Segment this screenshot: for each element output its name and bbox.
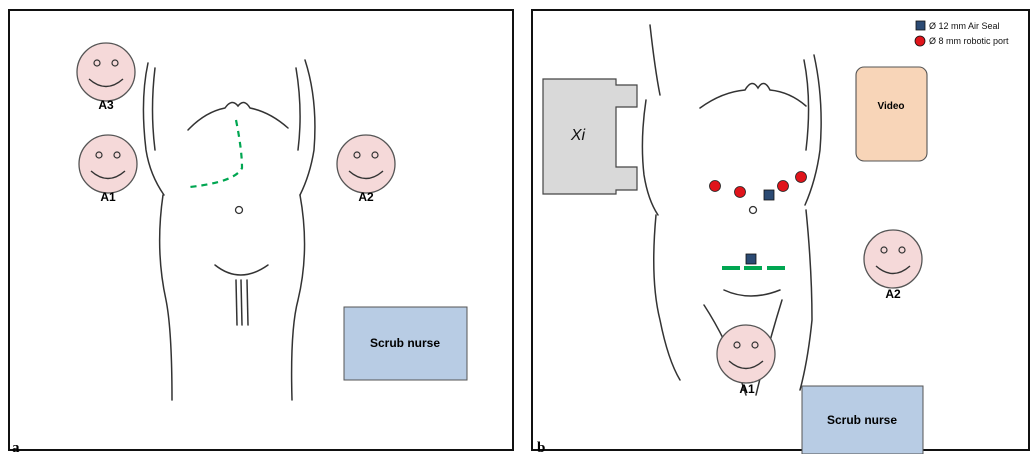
panel-a-label: a <box>12 440 20 454</box>
air-seal-port <box>746 254 756 264</box>
assistant-a2-label: A2 <box>358 190 374 204</box>
robotic-port <box>796 172 807 183</box>
legend-air-seal-symbol <box>916 21 925 30</box>
legend-robotic-port-text: Ø 8 mm robotic port <box>929 36 1009 46</box>
assistant-a3-face <box>77 43 135 101</box>
robot-xi-label: Xi <box>570 127 586 144</box>
panel-b-label: b <box>537 440 545 454</box>
legend-robotic-port-symbol <box>915 36 925 46</box>
assistant-a1-label: A1 <box>100 190 116 204</box>
assistant-a1-label: A1 <box>739 382 755 396</box>
assistant-a3-label: A3 <box>98 98 114 112</box>
legend-air-seal-text: Ø 12 mm Air Seal <box>929 21 1000 31</box>
assistant-a1-face <box>717 325 775 383</box>
video-monitor-box <box>856 67 927 161</box>
air-seal-port <box>764 190 774 200</box>
robotic-port <box>710 181 721 192</box>
panel-b-frame <box>532 10 1029 450</box>
panel-b: Ø 12 mm Air Seal Ø 8 mm robotic port Xi … <box>532 10 1029 454</box>
assistant-a2-label: A2 <box>885 287 901 301</box>
robotic-port <box>735 187 746 198</box>
scrub-nurse-label-b: Scrub nurse <box>827 413 897 427</box>
assistant-a2-face <box>864 230 922 288</box>
assistant-a1-face <box>79 135 137 193</box>
video-monitor-label: Video <box>877 101 904 112</box>
robotic-port <box>778 181 789 192</box>
scrub-nurse-label-a: Scrub nurse <box>370 336 440 350</box>
panel-a: A3 A1 A2 Scrub nurse a <box>9 10 513 454</box>
assistant-a2-face <box>337 135 395 193</box>
